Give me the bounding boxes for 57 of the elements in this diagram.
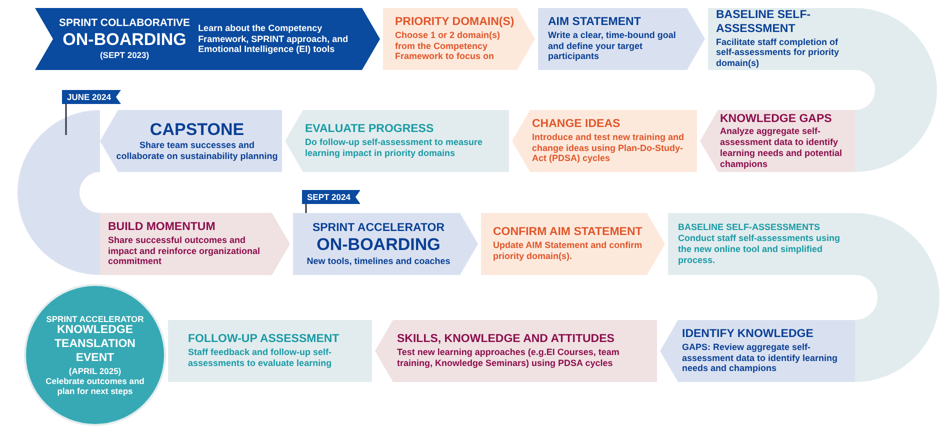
chevron-step xyxy=(168,320,372,382)
step-description: Analyze aggregate self-assessment data to identify learning needs and potential champions xyxy=(720,126,844,170)
chevron-step xyxy=(660,320,855,382)
step-description: Choose 1 or 2 domain(s) from the Competency Framework to focus on xyxy=(395,30,502,62)
step-title: KNOWLEDGE GAPS xyxy=(720,112,833,126)
step-description: Introduce and test new training and change ideas using Plan-Do-Study-Act (PDSA) cycles xyxy=(532,132,686,164)
path-band xyxy=(18,110,102,275)
step-description: Do follow-up self-assessment to measure learning impact in priority domains xyxy=(305,137,484,159)
step-description: Share successful outcomes and impact and reinforce organizational commitment xyxy=(108,234,262,268)
date-flag: JUNE 2024 xyxy=(62,90,121,104)
step-title: EVALUATE PROGRESS xyxy=(305,123,435,138)
step-note: Celebrate outcomes and plan for next steps xyxy=(44,376,146,396)
step-title: CAPSTONE xyxy=(150,120,244,140)
step-title: CONFIRM AIM STATEMENT xyxy=(493,226,644,240)
step-title: IDENTIFY KNOWLEDGE xyxy=(682,328,814,342)
date-flag: SEPT 2024 xyxy=(302,190,360,204)
step-description: GAPS: Review aggregate self-assessment data to identify learning needs and champions xyxy=(682,342,839,374)
step-description: Test new learning approaches (e.g.EI Courses, team training, Knowledge Seminars) using PDSA cycles xyxy=(397,347,620,369)
chevron-step xyxy=(100,110,282,172)
step-description: BASELINE SELF-ASSESSMENTS xyxy=(678,222,822,234)
step-description: Staff feedback and follow-up self-assessments to evaluate learning xyxy=(188,347,333,369)
step-title: ON-BOARDING xyxy=(62,30,186,50)
chevron-step xyxy=(35,8,380,70)
step-description: Update AIM Statement and confirm priority domain(s). xyxy=(493,240,644,262)
step-note: SPRINT ACCELERATOR xyxy=(46,314,144,324)
step-title: KNOWLEDGE TEANSLATION EVENT xyxy=(54,324,136,366)
step-title: AIM STATEMENT xyxy=(548,16,642,30)
chevron-step xyxy=(481,213,665,275)
path-band xyxy=(853,213,940,382)
chevron-step xyxy=(383,8,535,70)
step-title: SPRINT COLLABORATIVE xyxy=(59,17,190,30)
step-title: SKILLS, KNOWLEDGE AND ATTITUDES xyxy=(397,333,616,348)
step-description: Learn about the Competency Framework, SPRINT approach, and Emotional Intelligence (EI) tools xyxy=(198,22,350,56)
chevron-step xyxy=(293,213,478,275)
step-title: BASELINE SELF-ASSESSMENT xyxy=(716,9,812,37)
step-note: (APRIL 2025) xyxy=(68,366,122,376)
chevron-step xyxy=(285,110,509,172)
step-title: SPRINT ACCELERATOR xyxy=(312,222,445,236)
chevron-step xyxy=(375,320,657,382)
step-description: New tools, timelines and coaches xyxy=(306,256,450,266)
step-description: Conduct staff self-assessments using the new online tool and simplified process. xyxy=(678,233,842,266)
path-band xyxy=(853,8,937,172)
step-title: BUILD MOMENTUM xyxy=(108,220,216,235)
step-description: Write a clear, time-bound goal and define your target participants xyxy=(548,30,677,62)
step-description: Facilitate staff completion of self-assessments for priority domain(s) xyxy=(716,36,840,69)
chevron-step xyxy=(668,213,855,275)
chevron-step xyxy=(708,8,855,70)
step-title: CHANGE IDEAS xyxy=(532,118,622,132)
chevron-step xyxy=(538,8,705,70)
step-note: (SEPT 2023) xyxy=(100,50,150,61)
chevron-step xyxy=(100,213,290,275)
chevron-step xyxy=(700,110,855,172)
step-title: PRIORITY DOMAIN(S) xyxy=(395,16,516,30)
step-description: Share team successes and collaborate on sustainability planning xyxy=(116,140,278,162)
chevron-step xyxy=(512,110,697,172)
step-title: ON-BOARDING xyxy=(316,235,440,256)
step-title: FOLLOW-UP ASSESSMENT xyxy=(188,333,340,348)
